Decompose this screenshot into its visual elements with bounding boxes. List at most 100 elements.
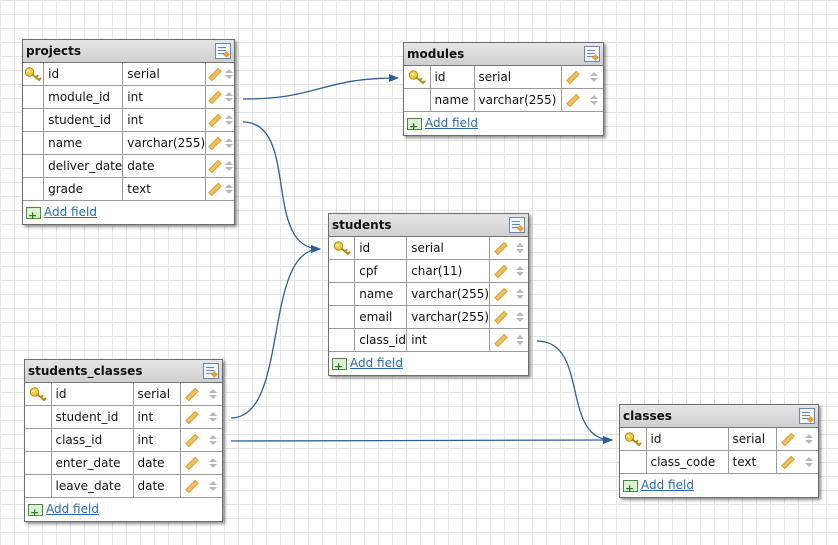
add-field-icon[interactable]: [332, 355, 347, 378]
add-field-row: Add field: [404, 112, 603, 138]
reorder-field-icon[interactable]: [224, 161, 233, 171]
table-header[interactable]: classes: [620, 405, 818, 428]
edit-table-icon[interactable]: [215, 43, 231, 59]
field-type: varchar(255): [122, 131, 207, 155]
edit-field-icon[interactable]: [207, 113, 222, 127]
edit-field-icon[interactable]: [207, 67, 222, 81]
table-header[interactable]: modules: [404, 43, 603, 66]
add-field-link[interactable]: Add field: [44, 205, 97, 219]
reorder-field-icon[interactable]: [805, 457, 814, 467]
edit-table-icon[interactable]: [203, 363, 219, 379]
add-field-link[interactable]: Add field: [425, 116, 478, 130]
add-field-icon[interactable]: [28, 501, 43, 524]
table-header[interactable]: students: [329, 214, 528, 237]
edit-field-icon[interactable]: [566, 70, 581, 84]
reorder-field-icon[interactable]: [516, 289, 525, 299]
field-actions: [561, 66, 603, 89]
field-type: int: [406, 328, 491, 352]
reorder-field-icon[interactable]: [224, 115, 233, 125]
reorder-field-icon[interactable]: [516, 312, 525, 322]
field-type: int: [122, 85, 207, 109]
edit-field-icon[interactable]: [185, 456, 200, 470]
edit-field-icon[interactable]: [781, 432, 796, 446]
edit-field-icon[interactable]: [494, 287, 508, 301]
reorder-field-icon[interactable]: [590, 95, 599, 105]
reorder-field-icon[interactable]: [224, 69, 233, 79]
edit-field-icon[interactable]: [207, 182, 222, 196]
reorder-field-icon[interactable]: [209, 458, 218, 468]
reorder-field-icon[interactable]: [209, 389, 218, 399]
edit-field-icon[interactable]: [207, 159, 222, 173]
add-field-icon[interactable]: [623, 477, 638, 500]
edit-field-icon[interactable]: [207, 90, 222, 104]
edit-field-icon[interactable]: [494, 333, 508, 347]
reorder-field-icon[interactable]: [224, 92, 233, 102]
reorder-field-icon[interactable]: [209, 412, 218, 422]
field-name: id: [354, 237, 408, 260]
edit-field-icon[interactable]: [494, 310, 508, 324]
edit-table-icon[interactable]: [509, 217, 525, 233]
reorder-field-icon[interactable]: [224, 184, 233, 194]
reorder-field-icon[interactable]: [209, 481, 218, 491]
reorder-field-icon[interactable]: [209, 435, 218, 445]
reorder-field-icon[interactable]: [516, 266, 525, 276]
edit-table-icon[interactable]: [584, 46, 600, 62]
reorder-field-icon[interactable]: [805, 434, 814, 444]
add-field-link[interactable]: Add field: [350, 356, 403, 370]
edit-field-icon[interactable]: [185, 410, 200, 424]
field-name: class_id: [51, 428, 134, 452]
edit-field-icon[interactable]: [185, 479, 200, 493]
key-icon: [333, 241, 351, 256]
edit-field-icon[interactable]: [185, 387, 200, 401]
relation-projects-module-id-to-modules-id: [242, 74, 399, 100]
edit-field-icon[interactable]: [207, 136, 222, 150]
field-name: grade: [43, 177, 124, 201]
field-name: student_id: [51, 405, 134, 429]
edit-field-icon[interactable]: [781, 455, 796, 469]
reorder-field-icon[interactable]: [516, 243, 525, 253]
add-field-link[interactable]: Add field: [46, 502, 99, 516]
edit-field-icon[interactable]: [494, 241, 508, 255]
field-name: id: [646, 428, 729, 451]
edit-field-icon[interactable]: [566, 93, 581, 107]
reorder-field-icon[interactable]: [224, 138, 233, 148]
add-field-icon[interactable]: [407, 115, 422, 138]
add-field-row: Add field: [23, 201, 234, 227]
reorder-field-icon[interactable]: [516, 335, 525, 345]
edit-field-icon[interactable]: [185, 433, 200, 447]
table-header[interactable]: students_classes: [25, 360, 222, 383]
edit-table-icon[interactable]: [799, 408, 815, 424]
edit-field-icon[interactable]: [494, 264, 508, 278]
add-field-icon[interactable]: [26, 204, 41, 227]
table-header[interactable]: projects: [23, 40, 234, 63]
add-field-link[interactable]: Add field: [641, 478, 694, 492]
key-icon: [408, 70, 426, 85]
field-actions: [180, 428, 222, 452]
reorder-field-icon[interactable]: [590, 72, 599, 82]
